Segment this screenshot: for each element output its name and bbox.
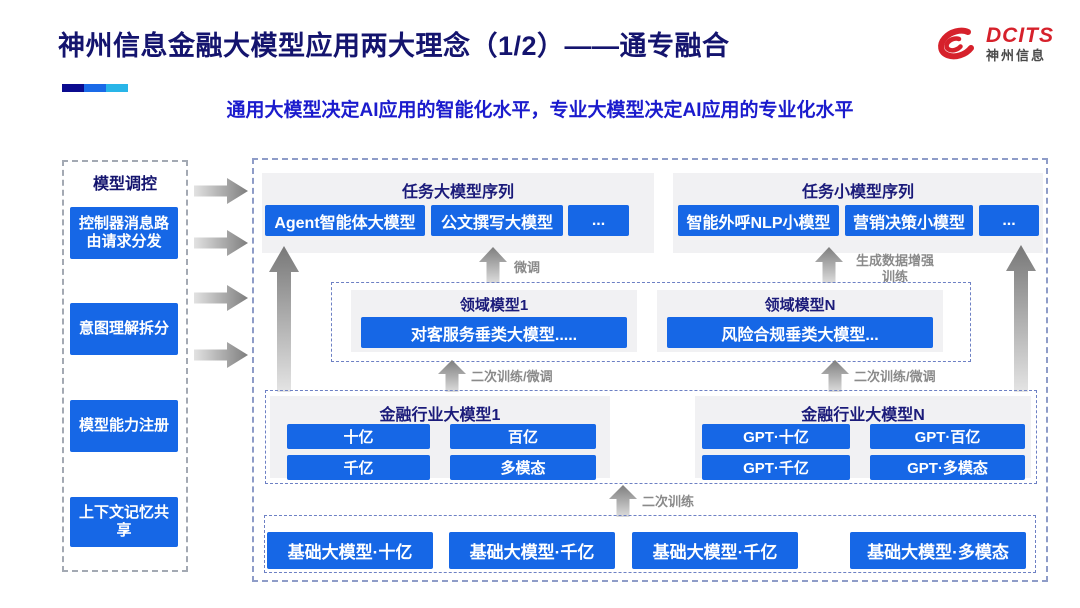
sidebar-item-controller-routing: 控制器消息路由请求分发 [70, 207, 178, 259]
sidebar-title: 模型调控 [92, 176, 157, 193]
model-box-marketing-decision: 营销决策小模型 [845, 205, 973, 236]
company-logo: DCITS 神州信息 [928, 20, 1054, 68]
diagram-container: 任务大模型序列 Agent智能体大模型 公文撰写大模型 ... 任务小模型序列 … [252, 158, 1048, 582]
base-models-box [264, 515, 1036, 573]
model-box-base-billion: 基础大模型·十亿 [267, 532, 433, 569]
accent-segment-blue [84, 84, 106, 92]
sidebar-item-capability-register: 模型能力注册 [70, 400, 178, 452]
industry-model-n-title: 金融行业大模型N [801, 407, 925, 424]
title-accent-bar [62, 84, 128, 92]
model-box-base-hundred-billion: 基础大模型·千亿 [449, 532, 615, 569]
model-box-ellipsis: ... [568, 205, 629, 236]
finetune-label: 微调 [514, 260, 541, 275]
domain-models-box [331, 282, 971, 362]
model-box-ellipsis: ... [979, 205, 1039, 236]
logo-brand-text: DCITS [986, 24, 1054, 48]
task-large-model-title: 任务大模型序列 [401, 184, 514, 201]
right-arrow-icon [194, 178, 248, 204]
model-box-agent: Agent智能体大模型 [265, 205, 425, 236]
right-arrow-icon [194, 342, 248, 368]
accent-segment-navy [62, 84, 84, 92]
sidebar-item-intent-split: 意图理解拆分 [70, 303, 178, 355]
retrain-finetune-right-label: 二次训练/微调 [854, 369, 936, 384]
model-box-billion: 十亿 [287, 424, 430, 449]
model-box-customer-service: 对客服务垂类大模型..... [361, 317, 627, 348]
model-box-outbound-nlp: 智能外呼NLP小模型 [678, 205, 839, 236]
up-arrow-icon [438, 360, 466, 392]
model-box-base-hundred-billion-2: 基础大模型·千亿 [632, 532, 798, 569]
model-box-ten-billion: 百亿 [450, 424, 596, 449]
model-box-base-multimodal: 基础大模型·多模态 [850, 532, 1026, 569]
model-box-multimodal: 多模态 [450, 455, 596, 480]
slide-subtitle: 通用大模型决定AI应用的智能化水平，专业大模型决定AI应用的专业化水平 [226, 100, 854, 121]
model-box-gpt-billion: GPT·十亿 [702, 424, 850, 449]
industry-models-box [265, 390, 1037, 484]
retrain-label: 二次训练 [642, 494, 695, 509]
up-arrow-icon [815, 247, 843, 283]
gen-data-training-line1: 生成数据增强 [855, 253, 934, 268]
right-arrow-icon [194, 285, 248, 311]
model-box-risk-compliance: 风险合规垂类大模型... [667, 317, 933, 348]
domain-model-n-title: 领域模型N [764, 297, 836, 314]
up-arrow-icon [1006, 245, 1036, 392]
retrain-finetune-left-label: 二次训练/微调 [471, 369, 553, 384]
model-box-gpt-hundred-billion: GPT·千亿 [702, 455, 850, 480]
model-box-gpt-multimodal: GPT·多模态 [870, 455, 1025, 480]
gen-data-training-label: 生成数据增强 训练 [847, 253, 943, 284]
right-arrow-icon [194, 230, 248, 256]
gen-data-training-line2: 训练 [881, 268, 908, 284]
domain-model-1-title: 领域模型1 [459, 297, 529, 314]
up-arrow-icon [479, 247, 507, 283]
up-arrow-icon [609, 485, 637, 517]
task-small-model-title: 任务小模型序列 [801, 184, 914, 201]
accent-segment-cyan [106, 84, 128, 92]
up-arrow-icon [821, 360, 849, 392]
model-control-panel: 模型调控 控制器消息路由请求分发 意图理解拆分 模型能力注册 上下文记忆共享 [62, 160, 188, 572]
industry-model-1-title: 金融行业大模型1 [379, 407, 501, 424]
logo-company-name: 神州信息 [986, 48, 1047, 64]
model-box-hundred-billion: 千亿 [287, 455, 430, 480]
sidebar-item-context-memory: 上下文记忆共享 [70, 497, 178, 547]
model-box-document-writing: 公文撰写大模型 [431, 205, 563, 236]
model-box-gpt-ten-billion: GPT·百亿 [870, 424, 1025, 449]
logo-swirl-icon [938, 27, 974, 60]
page-title: 神州信息金融大模型应用两大理念（1/2）——通专融合 [58, 31, 730, 61]
up-arrow-icon [269, 246, 299, 392]
